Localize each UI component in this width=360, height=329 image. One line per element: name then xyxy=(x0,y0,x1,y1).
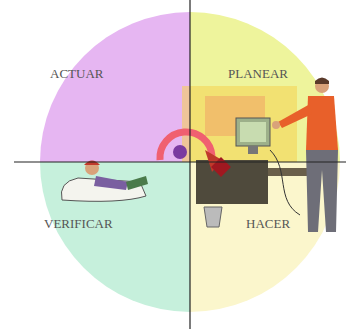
cycle-arrow xyxy=(160,132,212,160)
quadrant-label: PLANEAR xyxy=(228,67,288,80)
person-hand xyxy=(272,121,280,129)
trash-symbol xyxy=(204,207,222,227)
monitor-symbol xyxy=(236,118,270,146)
person-arm xyxy=(278,104,312,128)
cable-line xyxy=(270,150,300,215)
panel-shape xyxy=(182,86,297,162)
dot-symbol xyxy=(173,145,187,159)
person-hair xyxy=(315,78,329,85)
quadrant-label: ACTUAR xyxy=(50,67,103,80)
person-shirt xyxy=(306,96,338,150)
desk-shape xyxy=(196,160,268,204)
person-legs xyxy=(126,176,148,190)
monitor-symbol xyxy=(240,122,266,142)
quadrant-label: VERIFICAR xyxy=(44,217,113,230)
person-head xyxy=(85,161,99,175)
axis-line xyxy=(14,161,346,162)
axis-line xyxy=(189,0,190,329)
quadrant-label: HACER xyxy=(246,217,290,230)
monitor-symbol xyxy=(248,146,258,154)
diamond-symbol xyxy=(211,157,231,177)
quadrant-fill xyxy=(40,162,190,312)
person-body xyxy=(94,176,128,190)
person-cap xyxy=(84,161,100,166)
